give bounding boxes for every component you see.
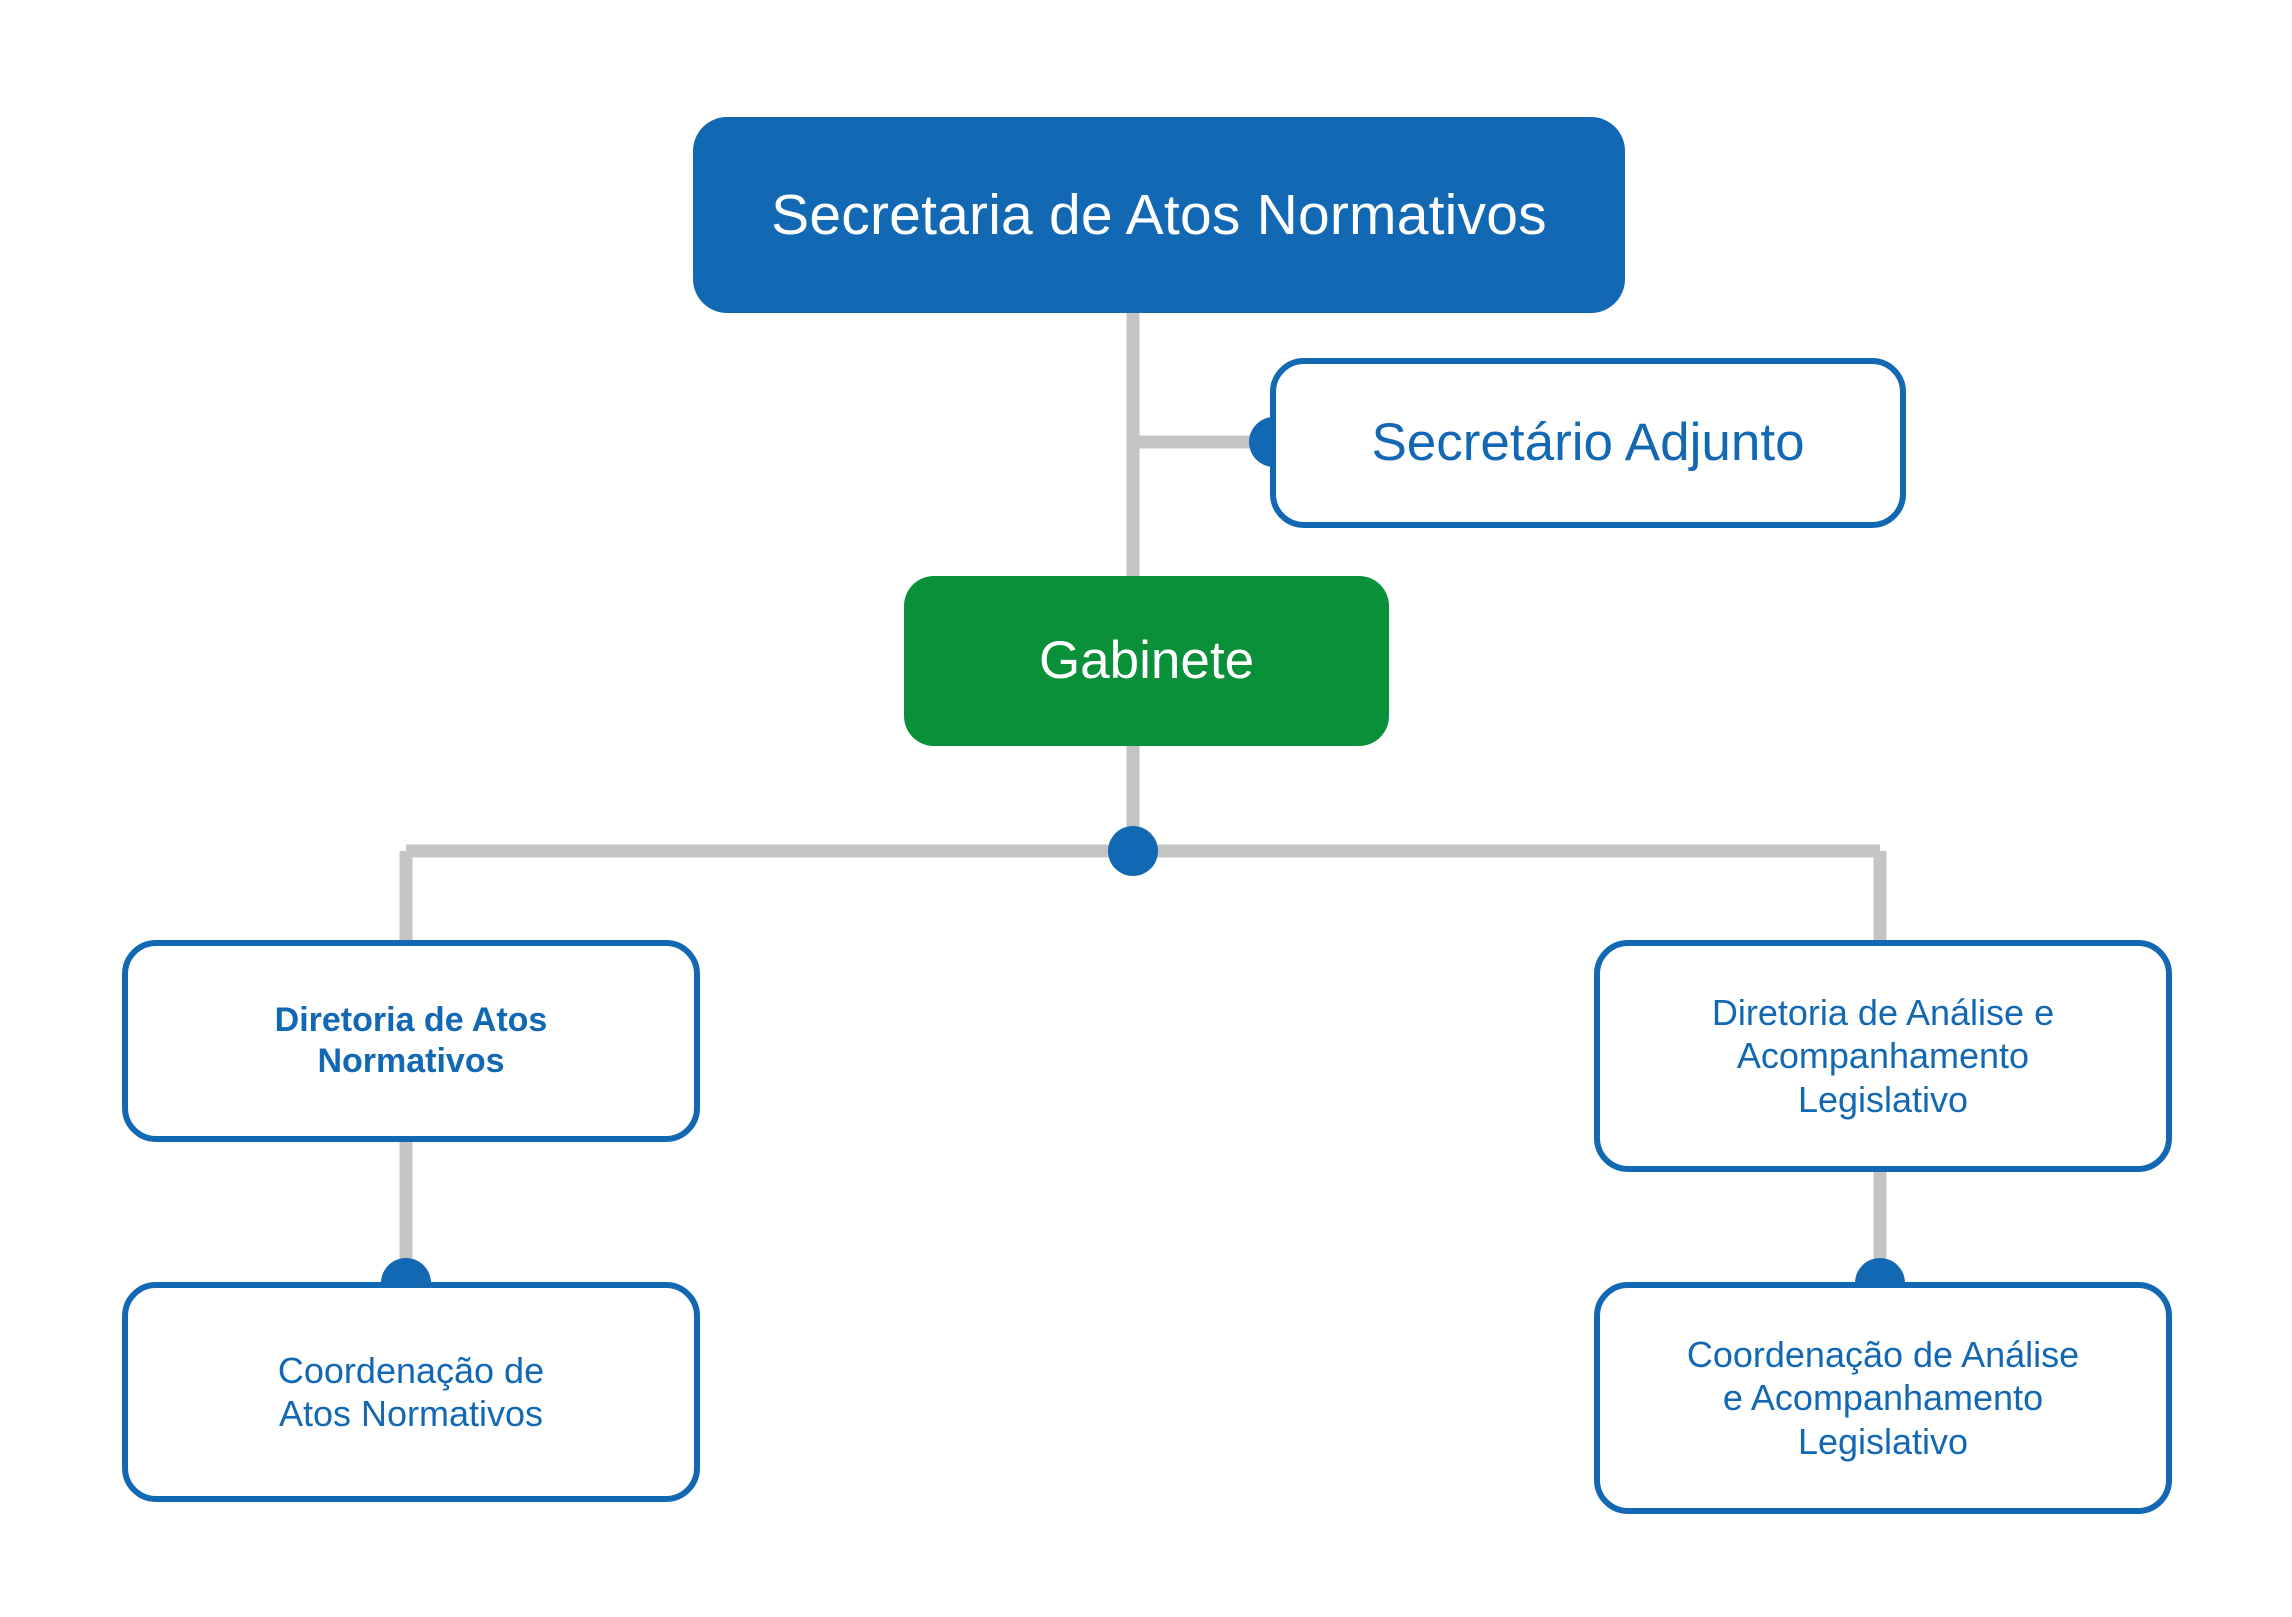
node-directorate-normative-acts-label: Diretoria de Atos Normativos bbox=[274, 1001, 548, 1080]
node-secretaria-de-atos-normativos[interactable]: Secretaria de Atos Normativos bbox=[693, 117, 1625, 313]
node-cabinet-label: Gabinete bbox=[1038, 631, 1255, 691]
node-root-label: Secretaria de Atos Normativos bbox=[771, 182, 1547, 247]
node-adjunct-label: Secretário Adjunto bbox=[1371, 413, 1805, 473]
node-coordination-legislative-analysis-label: Coordenação de Análise e Acompanhamento … bbox=[1686, 1334, 2080, 1462]
node-gabinete[interactable]: Gabinete bbox=[904, 576, 1389, 746]
node-diretoria-de-atos-normativos[interactable]: Diretoria de Atos Normativos bbox=[122, 940, 700, 1142]
node-secretario-adjunto[interactable]: Secretário Adjunto bbox=[1270, 358, 1906, 528]
node-coordenacao-de-analise-e-acompanhamento-legislativo[interactable]: Coordenação de Análise e Acompanhamento … bbox=[1594, 1282, 2172, 1514]
junction-dot-distribution bbox=[1108, 826, 1158, 876]
node-directorate-legislative-analysis-label: Diretoria de Análise e Acompanhamento Le… bbox=[1711, 992, 2055, 1120]
node-coordination-normative-acts-label: Coordenação de Atos Normativos bbox=[277, 1349, 545, 1434]
node-coordenacao-de-atos-normativos[interactable]: Coordenação de Atos Normativos bbox=[122, 1282, 700, 1502]
node-diretoria-de-analise-e-acompanhamento-legislativo[interactable]: Diretoria de Análise e Acompanhamento Le… bbox=[1594, 940, 2172, 1172]
